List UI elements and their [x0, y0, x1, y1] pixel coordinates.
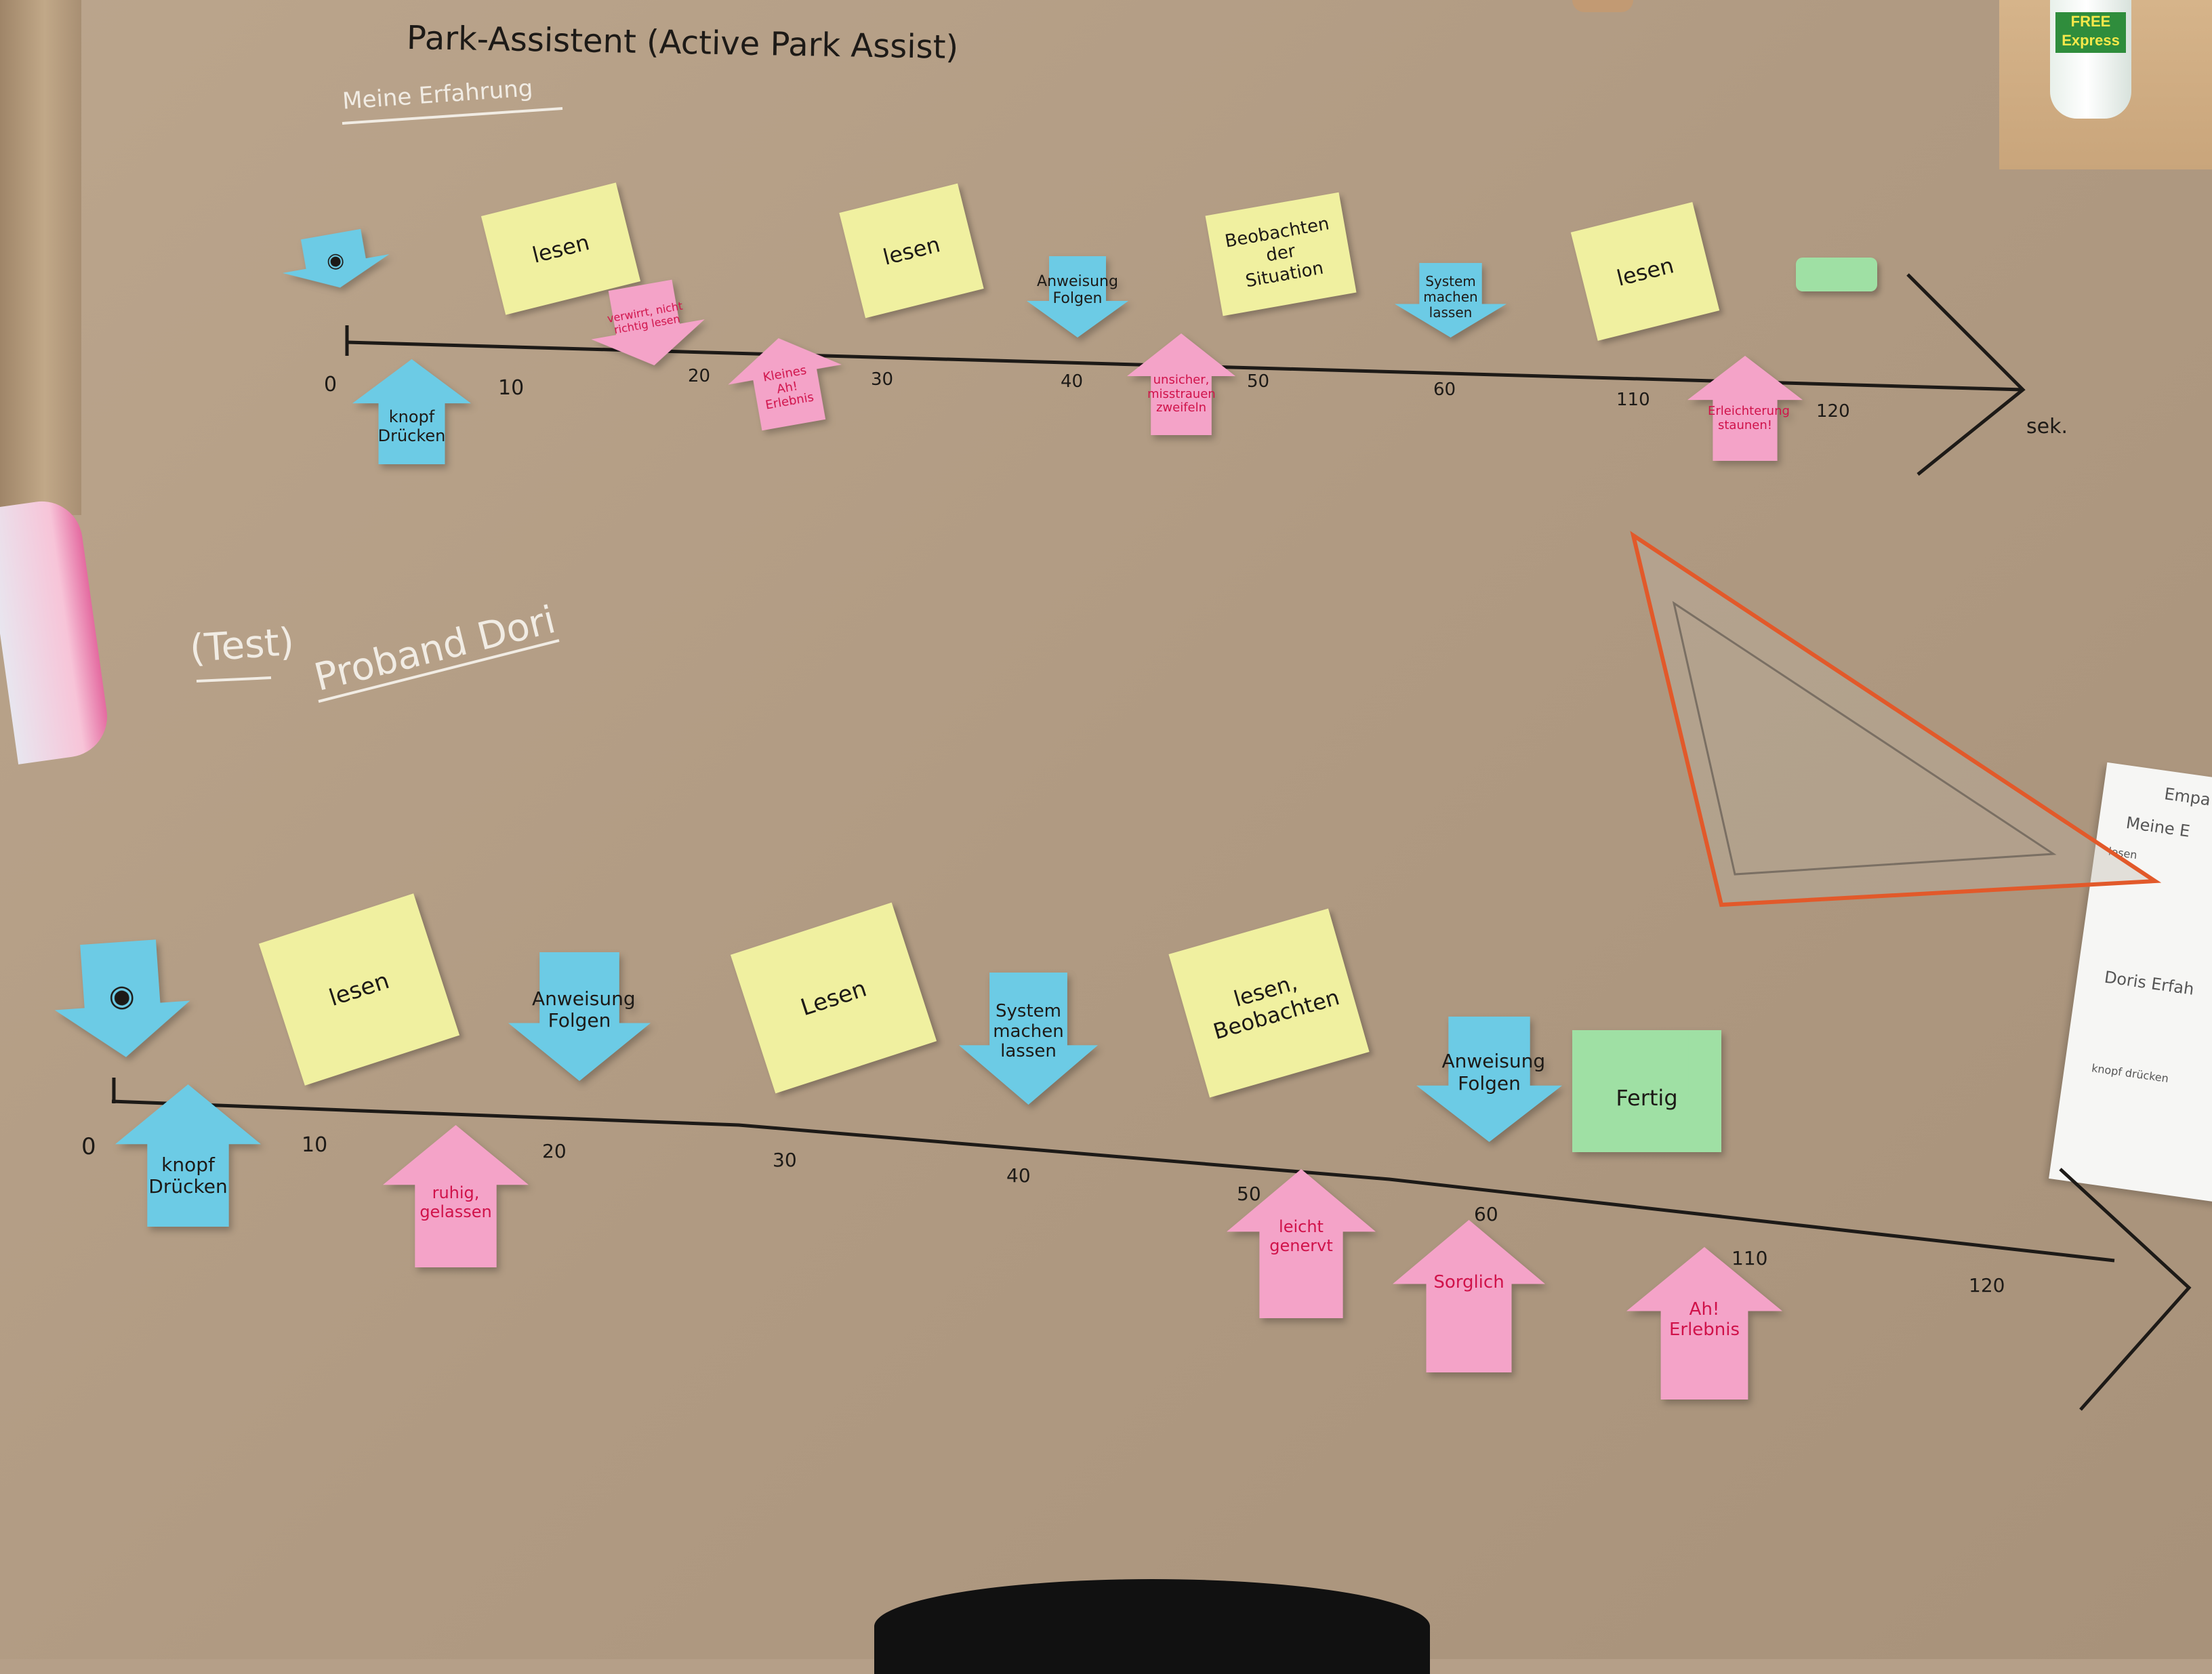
- heading-underline-1: [342, 107, 563, 125]
- axis1-tick-label: 30: [871, 369, 894, 390]
- note-text: lesen: [1614, 251, 1677, 291]
- axis1-tick-label: 20: [688, 366, 711, 386]
- axis1-tick-label: 60: [1433, 380, 1456, 400]
- note-text: Lesen: [797, 975, 870, 1021]
- axis2-tick-label: 10: [302, 1133, 328, 1157]
- arrow-text: Anweisung Folgen: [532, 987, 636, 1032]
- axis2-tick-label: 0: [81, 1133, 96, 1160]
- axis1-unit-label: sek.: [2026, 415, 2068, 438]
- note-text: Beobachten der Situation: [1223, 213, 1331, 291]
- arrow-text: Anweisung Folgen: [1037, 272, 1118, 307]
- arrow-anweisung-folgen: Anweisung Folgen: [1027, 256, 1128, 338]
- arrow-text: ruhig, gelassen: [419, 1183, 492, 1221]
- axis2-tick-label: 60: [1474, 1203, 1498, 1225]
- arrow-text: Sorglich: [1433, 1271, 1504, 1292]
- arrow-text: System machen lassen: [1423, 272, 1478, 321]
- arrow-unsicher: unsicher, misstrauen zweifeln: [1127, 333, 1235, 435]
- axis2-tick-label: 30: [773, 1149, 797, 1171]
- axis1-tick-label: 10: [498, 376, 525, 400]
- arrow-text: Fertig: [1616, 1084, 1678, 1111]
- paper-roll-left: [0, 0, 81, 515]
- arrow-text: Ah! Erlebnis: [1668, 1299, 1740, 1340]
- arrow-ah-erlebnis: Ah! Erlebnis: [1626, 1247, 1782, 1400]
- axis-arrowhead-2: [2059, 1168, 2192, 1411]
- axis-arrowhead-1: [1906, 273, 2026, 476]
- sticky-note-green-blank: [1796, 258, 1877, 291]
- timeline-axis-2: [111, 1099, 2115, 1263]
- arrow-text: System machen lassen: [993, 1000, 1064, 1062]
- arrow-anweisung-folgen: Anweisung Folgen: [508, 952, 651, 1081]
- arrow-body: [1393, 1220, 1545, 1372]
- arrow-text: knopf Drücken: [377, 407, 446, 445]
- axis1-tick-label: 0: [324, 373, 337, 396]
- arrow-erleichterung: Erleichterung staunen!: [1687, 356, 1803, 461]
- axis2-tick-label: 110: [1732, 1247, 1768, 1269]
- axis1-tick-label: 120: [1816, 401, 1850, 422]
- heading-underline-3: [318, 639, 560, 703]
- note-text: lesen: [529, 229, 592, 268]
- arrow-system-machen-lassen: System machen lassen: [959, 973, 1098, 1105]
- note-text: lesen: [325, 966, 393, 1013]
- shoe-shadow: [874, 1579, 1430, 1674]
- bottle-label: FREE Express: [2055, 12, 2126, 53]
- note-text: lesen: [880, 231, 943, 270]
- axis2-tick-label: 120: [1969, 1274, 2005, 1297]
- arrow-knopf-druecken: knopf Drücken: [352, 359, 471, 464]
- heading-underline-2: [196, 676, 272, 682]
- axis2-tick-label: 50: [1237, 1183, 1261, 1205]
- arrow-fertig: Fertig: [1572, 1030, 1721, 1152]
- arrow-text: Anweisung Folgen: [1441, 1050, 1546, 1095]
- axis2-tick-label: 40: [1006, 1164, 1031, 1187]
- axis1-tick-label: 110: [1616, 390, 1650, 410]
- arrow-text: knopf Drücken: [148, 1153, 228, 1198]
- section2-heading-prefix: (Test): [188, 619, 296, 672]
- cork-object: [1572, 0, 1633, 12]
- arrow-system-machen-lassen: System machen lassen: [1395, 263, 1507, 338]
- set-square: [1630, 531, 2162, 907]
- axis2-tick-label: 20: [542, 1140, 567, 1162]
- set-square-inner: [1672, 600, 2057, 876]
- axis1-tick-label: 50: [1247, 371, 1270, 392]
- arrow-text: Erleichterung staunen!: [1708, 403, 1790, 432]
- arrow-text: leicht genervt: [1269, 1217, 1333, 1255]
- eye-icon: ◉: [107, 977, 136, 1014]
- arrow-sorglich: Sorglich: [1393, 1220, 1545, 1372]
- eye-arrow-2: ◉: [50, 937, 193, 1062]
- contact-lens-bottle: FREE Express: [2050, 0, 2131, 119]
- arrow-knopf-druecken: knopf Drücken: [115, 1084, 261, 1227]
- arrow-text: unsicher, misstrauen zweifeln: [1147, 372, 1216, 415]
- arrow-leicht-genervt: leicht genervt: [1227, 1169, 1376, 1318]
- axis1-tick-label: 40: [1061, 371, 1084, 392]
- arrow-ruhig-gelassen: ruhig, gelassen: [383, 1125, 529, 1267]
- note-text: lesen, Beobachten: [1210, 969, 1343, 1045]
- arrow-anweisung-folgen: Anweisung Folgen: [1416, 1017, 1562, 1142]
